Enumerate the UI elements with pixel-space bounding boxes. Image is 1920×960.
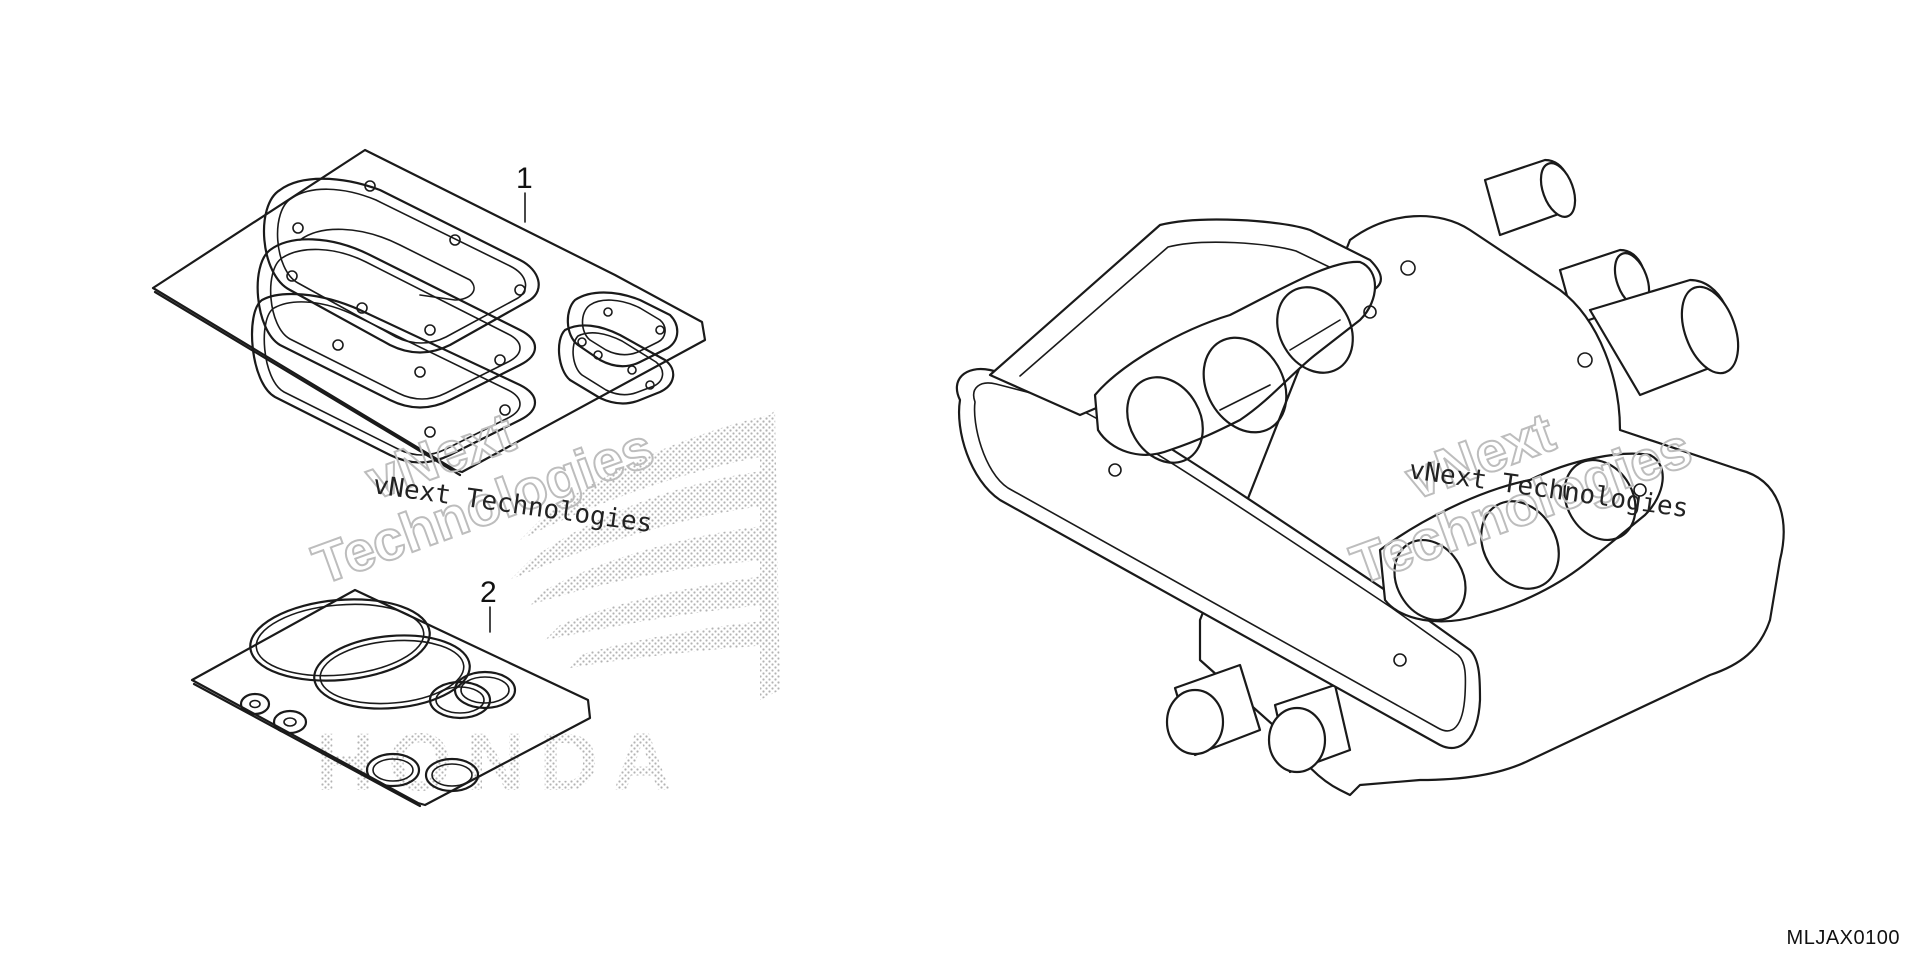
callout-2[interactable]: 2 bbox=[480, 576, 497, 633]
svg-text:HONDA: HONDA bbox=[315, 717, 686, 808]
gasket-kit-a-illustration bbox=[151, 148, 707, 477]
engine-block-illustration bbox=[955, 158, 1785, 797]
svg-text:1: 1 bbox=[516, 162, 533, 195]
svg-text:2: 2 bbox=[480, 576, 497, 609]
honda-wordmark: HONDA bbox=[315, 717, 686, 808]
callout-1[interactable]: 1 bbox=[516, 162, 533, 223]
gasket-kit-b-illustration bbox=[190, 588, 592, 808]
diagram-reference-code: MLJAX0100 bbox=[1786, 927, 1900, 949]
honda-wing-logo: HONDA bbox=[315, 410, 780, 808]
